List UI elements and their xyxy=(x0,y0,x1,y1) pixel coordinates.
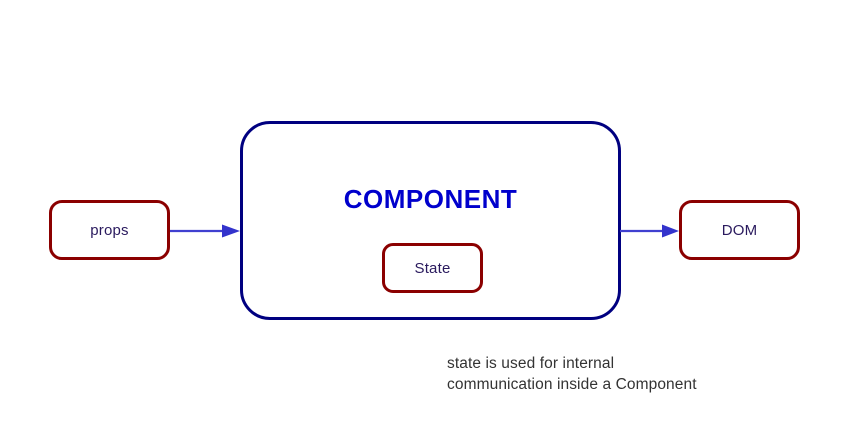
component-title: COMPONENT xyxy=(343,184,518,214)
props-node-label: props xyxy=(90,221,129,239)
arrow-props-to-component-icon xyxy=(170,223,241,239)
dom-node[interactable]: DOM xyxy=(679,200,800,260)
state-node-label: State xyxy=(414,259,451,277)
diagram-caption: state is used for internal communication… xyxy=(447,355,697,393)
component-container[interactable]: COMPONENT State xyxy=(240,121,621,320)
props-node[interactable]: props xyxy=(49,200,170,260)
dom-node-label: DOM xyxy=(721,221,758,239)
state-node[interactable]: State xyxy=(382,243,483,293)
arrow-component-to-dom-icon xyxy=(620,223,680,239)
